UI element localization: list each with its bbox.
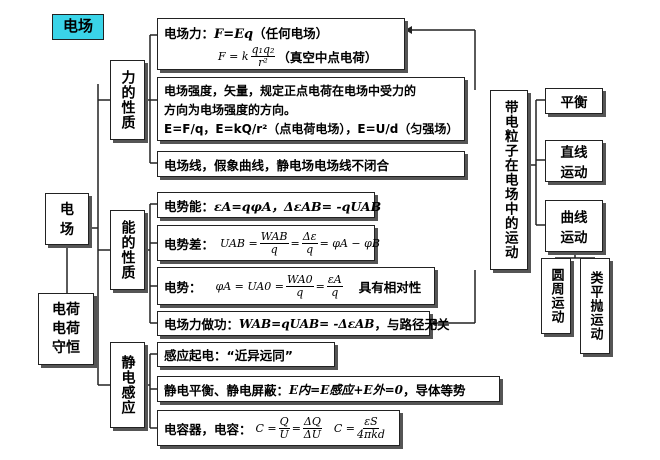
f1-formula: F=Eq [214,27,254,42]
i3-d3: 4πkd [357,427,385,441]
f2-line3: E=F/q，E=kQ/r²（点电荷电场），E=U/d（匀强场） [164,122,459,136]
f1b-lhs: F = k [218,50,249,63]
i3-n2: ΔQ [302,414,322,429]
force-item-field-strength: 电场强度，矢量，规定正点电荷在电场中受力的 方向为电场强度的方向。 E=F/q，… [157,77,465,141]
coulomb-row: F = k q₁q₂ r² （真空中点电荷） [218,44,377,69]
branch-induction: 静电感应 [110,342,145,428]
energy-item-work: 电场力做功：WAB=qUAB= -ΔεAB，与路径无关 [157,311,449,336]
force-item-field-lines: 电场线，假象曲线，静电场电场线不闭合 [157,151,465,177]
f1b-num: q₁q₂ [250,43,276,57]
field-strength-text: 电场强度，矢量，规定正点电荷在电场中受力的 方向为电场强度的方向。 E=F/q，… [164,82,458,139]
f1-label: 电场力： [164,26,215,41]
i2-formula: E内=E感应+E外=0 [289,382,403,397]
root-line2: 场 [60,222,74,238]
e3-label: 电势： [164,279,202,295]
i2-note: ，导体等势 [402,382,466,398]
e3-n1: WA0 [285,272,314,287]
e1-formula: εA=qφA，ΔεAB= -qUAB [214,198,382,214]
induction-item-equilibrium: 静电平衡、静电屏蔽：E内=E感应+E外=0，导体等势 [157,376,500,402]
f2-line1: 电场强度，矢量，规定正点电荷在电场中受力的 [164,84,417,98]
i3-c1: C = [255,421,277,435]
i3-n3: εS [363,414,379,429]
branch-energy: 能的性质 [110,210,145,290]
f2-line2: 方向为电场强度的方向。 [164,103,297,117]
i3-label: 电容器，电容： [164,421,252,437]
e4-note: ，与路径无关 [374,317,450,332]
e3-d2: q [331,285,339,299]
e3-d1: q [296,285,304,299]
root-node: 电 场 [45,193,89,245]
i2-label: 静电平衡、静电屏蔽： [164,382,290,398]
e2-n2: Δε [301,229,318,244]
title-tag: 电场 [52,14,104,40]
force-item-electric-force: 电场力：F=Eq（任何电场） F = k q₁q₂ r² （真空中点电荷） [157,18,405,70]
e2-d1: q [270,242,278,256]
e2-lhs: UAB = [220,236,258,250]
branch-force: 力的性质 [110,60,145,140]
e3-lhs: φA = UA0 = [215,279,284,293]
motion-projectile-like: 类平抛运动 [580,258,610,354]
e2-rhs: = φA − φB [319,236,380,250]
induction-item-charging: 感应起电：“近异远同” [157,342,335,367]
motion-equilibrium: 平衡 [545,88,603,114]
i3-n1: Q [278,414,290,429]
e3-note: 具有相对性 [358,279,422,295]
motion-linear: 直线运动 [545,140,603,182]
i3-eq: = [291,421,301,435]
i3-d1: U [279,427,289,441]
f1-note: （任何电场） [253,26,329,41]
charge-line3: 守恒 [52,339,80,356]
root-line1: 电 [60,202,74,218]
charge-line1: 电荷 [52,301,80,318]
e2-n1: WAB [259,229,289,244]
e4-label: 电场力做功： [164,317,240,332]
f1b-den: r² [258,56,268,69]
motion-curvilinear: 曲线运动 [545,200,603,252]
energy-item-potential-energy: 电势能：εA=qφA，ΔεAB= -qUAB [157,192,381,218]
f1b-note: （真空中点电荷） [277,50,378,65]
e2-d2: q [306,242,314,256]
i3-c2: C = [333,421,356,435]
charge-conservation-node: 电荷 电荷 守恒 [38,293,94,365]
f1b-frac: q₁q₂ r² [250,43,276,69]
charge-line2: 电荷 [52,320,80,337]
motion-circular: 圆周运动 [541,258,571,334]
particle-motion-node: 带电粒子在电场中的运动 [490,90,528,270]
e4-formula: WAB=qUAB= -ΔεAB [239,316,375,331]
e3-n2: εA [326,272,343,287]
force-line1: 电场力：F=Eq（任何电场） [164,23,328,42]
e2-label: 电势差： [164,236,215,252]
i3-d2: ΔU [303,427,321,441]
e1-label: 电势能： [164,198,215,214]
